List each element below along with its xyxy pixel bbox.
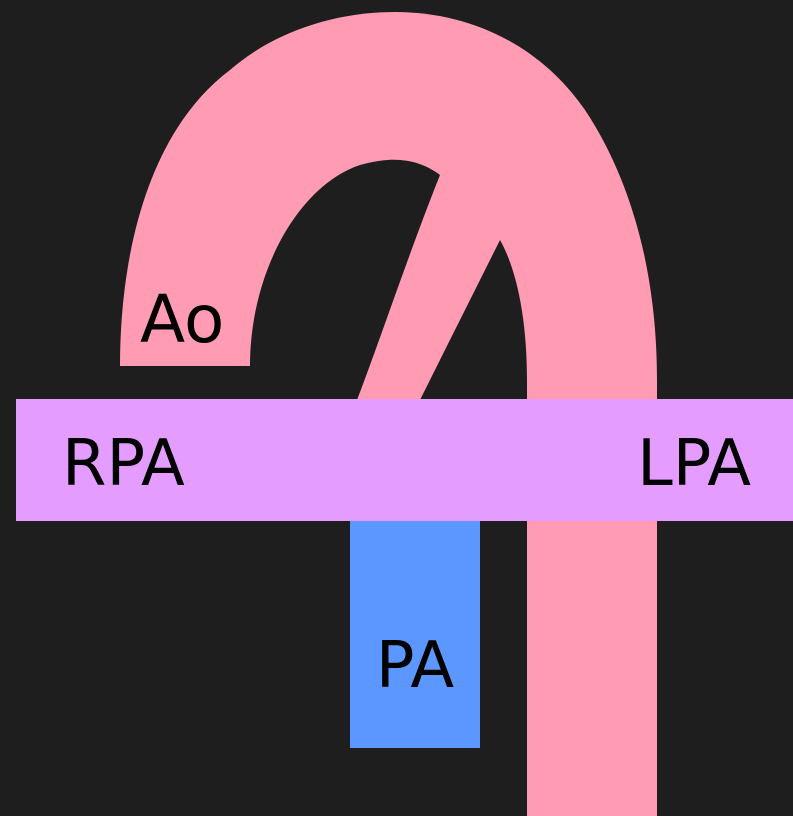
label-ao: Ao (140, 281, 224, 358)
aorta-shape (120, 12, 657, 816)
label-pa: PA (376, 629, 455, 703)
label-rpa: RPA (62, 427, 185, 501)
label-lpa: LPA (637, 427, 751, 501)
pulmonary-trunk (350, 505, 480, 748)
pulmonary-arteries-band (16, 399, 793, 521)
